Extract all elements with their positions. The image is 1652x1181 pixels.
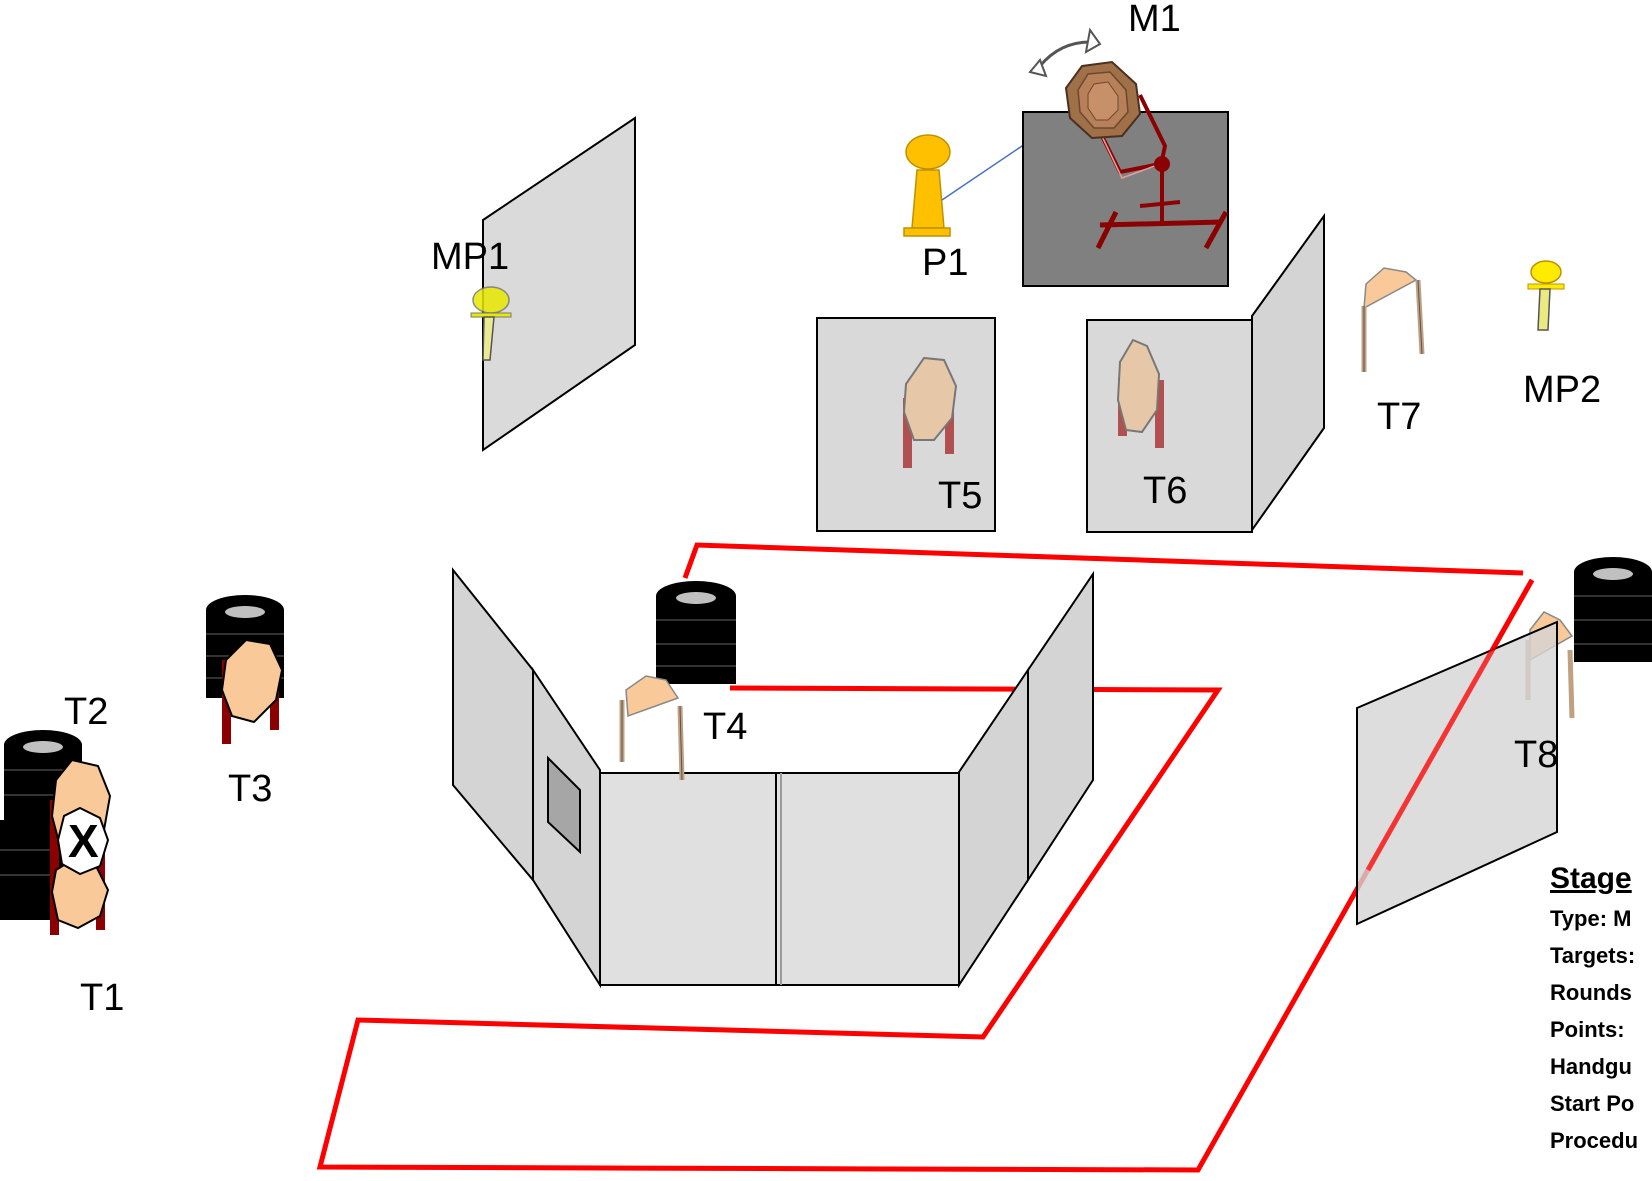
stage-info: Stage Type: M Targets: Rounds Points: Ha… bbox=[1550, 862, 1652, 1165]
label-m1: M1 bbox=[1128, 0, 1181, 40]
label-t1: T1 bbox=[80, 977, 125, 1019]
label-mp2: MP2 bbox=[1523, 369, 1602, 411]
target-t6-panel bbox=[1086, 212, 1325, 534]
info-row: Start Po bbox=[1550, 1091, 1635, 1116]
label-mp1: MP1 bbox=[431, 236, 510, 278]
target-t4 bbox=[619, 581, 736, 781]
stage-title: Stage bbox=[1550, 862, 1632, 895]
back-left-wall bbox=[482, 116, 636, 452]
label-t5: T5 bbox=[938, 475, 983, 517]
mini-popper-mp1 bbox=[470, 286, 512, 361]
label-t2: T2 bbox=[64, 691, 109, 733]
info-row: Type: M bbox=[1550, 906, 1632, 931]
label-t3: T3 bbox=[228, 768, 273, 810]
no-shoot-target bbox=[56, 806, 110, 876]
target-t5-panel bbox=[816, 317, 996, 532]
popper-p1 bbox=[903, 134, 951, 237]
mini-popper-mp2 bbox=[1527, 260, 1565, 331]
no-shoot-mark: X bbox=[68, 815, 99, 867]
info-row: Handgu bbox=[1550, 1054, 1632, 1079]
info-row: Targets: bbox=[1550, 943, 1636, 968]
info-row: Procedu bbox=[1550, 1128, 1639, 1153]
label-t7: T7 bbox=[1377, 396, 1422, 438]
target-t8 bbox=[1356, 557, 1652, 926]
target-t1-t2-stack bbox=[0, 730, 112, 935]
mover-m1 bbox=[1022, 60, 1229, 287]
info-row: Rounds bbox=[1550, 980, 1632, 1005]
target-t3 bbox=[206, 595, 284, 744]
label-t4: T4 bbox=[703, 706, 748, 748]
info-row: Points: bbox=[1550, 1017, 1625, 1042]
fault-line bbox=[316, 542, 1535, 1173]
target-t7 bbox=[1361, 267, 1425, 372]
label-p1: P1 bbox=[922, 242, 969, 284]
label-t6: T6 bbox=[1143, 470, 1188, 512]
rotation-arrows-icon bbox=[1028, 27, 1102, 78]
center-barricade bbox=[452, 567, 1094, 989]
fault-line-overlay bbox=[1365, 578, 1535, 872]
label-t8: T8 bbox=[1514, 734, 1559, 776]
